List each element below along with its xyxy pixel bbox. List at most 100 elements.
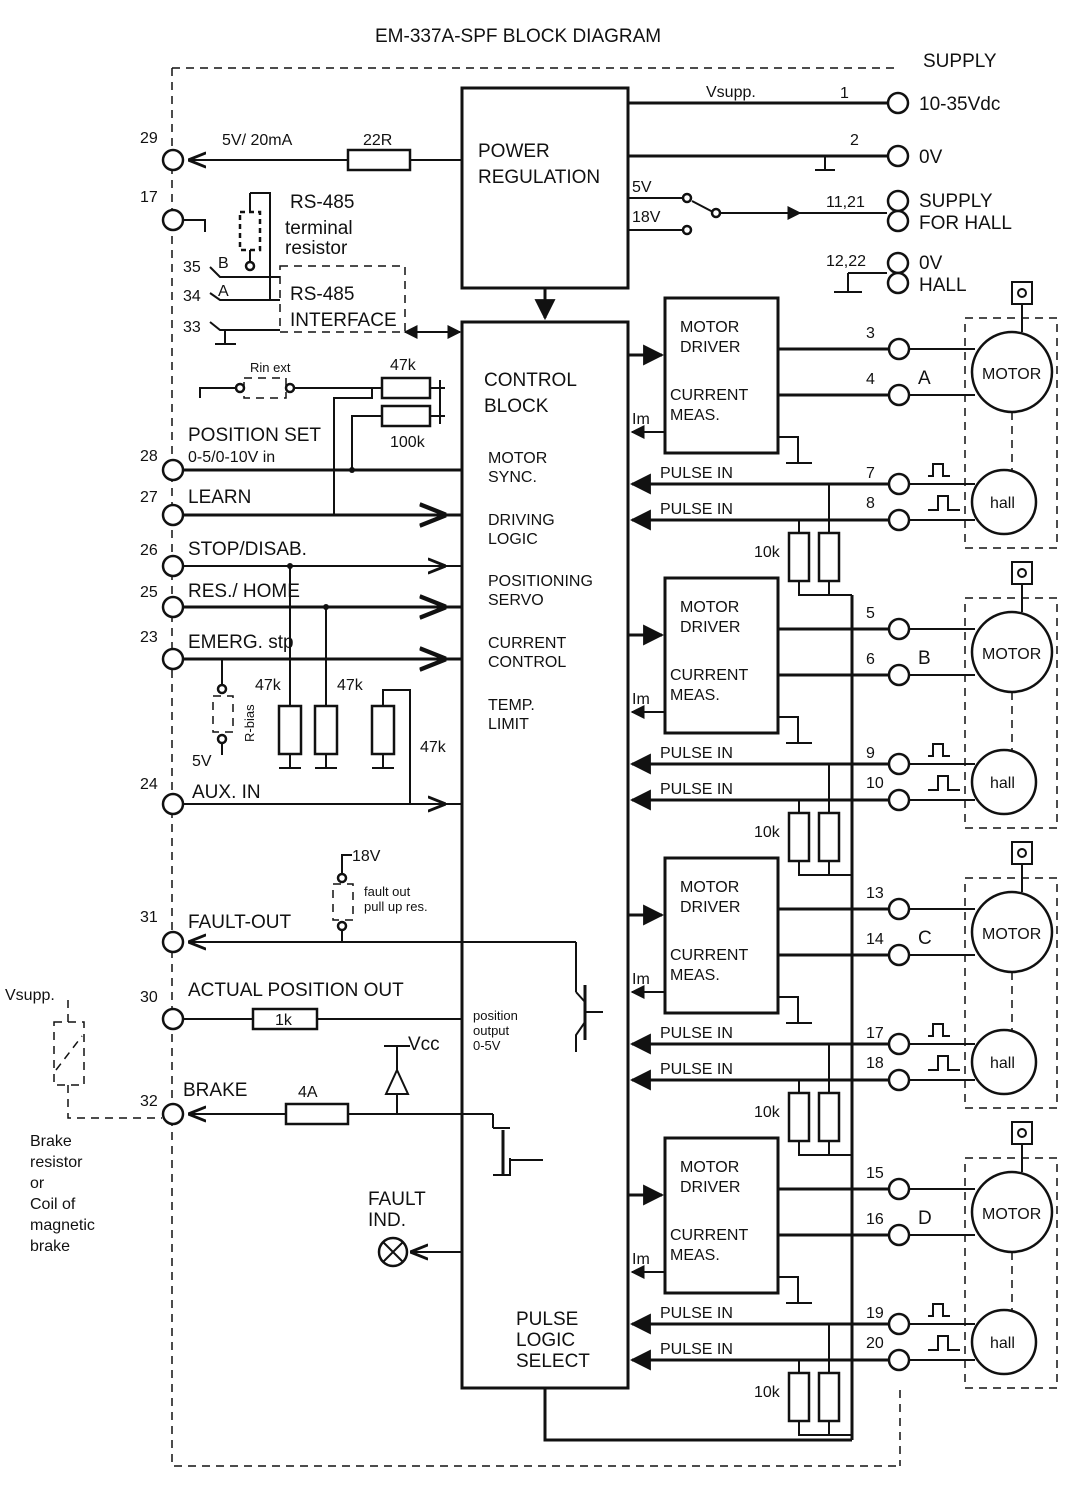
switch-5v-label: 5V xyxy=(632,179,652,196)
fault-ind-label: IND. xyxy=(368,1210,406,1231)
im-label: Im xyxy=(632,691,650,708)
pullup-10k-label: 10k xyxy=(754,544,781,561)
im-label: Im xyxy=(632,971,650,988)
terminal-34: 34 xyxy=(183,288,201,305)
terminal-32: 32 xyxy=(140,1093,158,1110)
position-output-label: 0-5V xyxy=(473,1038,501,1053)
positioning-servo-label: POSITIONING xyxy=(488,573,593,590)
current-control-label: CURRENT xyxy=(488,635,566,652)
pin-a: A xyxy=(218,283,229,300)
motor-label: MOTOR xyxy=(982,926,1041,943)
motor-label: MOTOR xyxy=(982,1206,1041,1223)
motor-terminal xyxy=(887,897,911,921)
terminal-number: 14 xyxy=(866,931,884,948)
pulse-in-label: PULSE IN xyxy=(660,1025,733,1042)
aux-in-label: AUX. IN xyxy=(192,782,261,803)
brake-note: magnetic xyxy=(30,1217,95,1234)
hall-label: hall xyxy=(990,1055,1015,1072)
hall-sensor-icon xyxy=(970,1028,1038,1096)
current-meas-label: MEAS. xyxy=(670,687,720,704)
brake-note: Coil of xyxy=(30,1196,76,1213)
supply-0v: 0V xyxy=(919,147,943,168)
hall-terminal xyxy=(887,1312,911,1336)
control-block xyxy=(460,320,630,1390)
rin-ext-label: Rin ext xyxy=(250,360,291,375)
hall-terminal xyxy=(887,752,911,776)
learn-label: LEARN xyxy=(188,487,251,508)
r47k-a-label: 47k xyxy=(255,677,282,694)
r47k-c-label: 47k xyxy=(420,739,447,756)
vcc-label: Vcc xyxy=(408,1034,440,1055)
terminal-25: 25 xyxy=(140,584,158,601)
terminal-2: 2 xyxy=(850,132,859,149)
motor-driver-label: MOTOR xyxy=(680,1159,739,1176)
terminal-number: 6 xyxy=(866,651,875,668)
hall-label: hall xyxy=(990,1335,1015,1352)
motor-driver-block xyxy=(663,1136,780,1295)
r47k-label: 47k xyxy=(390,357,417,374)
supply-for-hall-label: FOR HALL xyxy=(919,213,1012,234)
rs485-interface-label: RS-485 xyxy=(290,284,354,305)
hall-terminal xyxy=(887,472,911,496)
terminal-number: 9 xyxy=(866,745,875,762)
terminal-number: 17 xyxy=(866,1025,884,1042)
motor-label: MOTOR xyxy=(982,646,1041,663)
hall-sensor-icon xyxy=(970,748,1038,816)
stop-label: STOP/DISAB. xyxy=(188,539,307,560)
switch-18v-label: 18V xyxy=(632,209,661,226)
rs485-label: RS-485 xyxy=(290,192,354,213)
emerg-label: EMERG. stp xyxy=(188,632,294,653)
terminal-31: 31 xyxy=(140,909,158,926)
position-output-label: output xyxy=(473,1023,510,1038)
im-label: Im xyxy=(632,1251,650,1268)
eighteen-v-label: 18V xyxy=(352,848,381,865)
terminal-1-socket xyxy=(886,91,910,115)
terminal-number: 20 xyxy=(866,1335,884,1352)
terminal-2-socket xyxy=(886,144,910,168)
motor-terminal xyxy=(887,337,911,361)
motor-terminal xyxy=(887,383,911,407)
motor-driver-block xyxy=(663,856,780,1015)
power-regulation-label: POWER xyxy=(478,141,550,162)
r1k-label: 1k xyxy=(275,1012,293,1029)
control-block-label: CONTROL xyxy=(484,370,577,391)
terminal-1: 1 xyxy=(840,85,849,102)
terminal-27: 27 xyxy=(140,489,158,506)
motor-driver-label: DRIVER xyxy=(680,1179,740,1196)
motor-driver-label: DRIVER xyxy=(680,339,740,356)
terminal-number: 3 xyxy=(866,325,875,342)
brake-note: resistor xyxy=(30,1154,83,1171)
motor-driver-label: MOTOR xyxy=(680,319,739,336)
actual-position-label: ACTUAL POSITION OUT xyxy=(188,980,404,1001)
driving-logic-label: LOGIC xyxy=(488,531,538,548)
terminal-number: 13 xyxy=(866,885,884,902)
hall-sensor-icon xyxy=(970,468,1038,536)
driving-logic-label: DRIVING xyxy=(488,512,555,529)
terminal-number: 19 xyxy=(866,1305,884,1322)
terminal-26: 26 xyxy=(140,542,158,559)
hall-label: hall xyxy=(990,495,1015,512)
five-v-label: 5V xyxy=(192,753,212,770)
motor-terminal xyxy=(887,617,911,641)
pulse-in-label: PULSE IN xyxy=(660,1341,733,1358)
terminal-number: 16 xyxy=(866,1211,884,1228)
current-meas-label: CURRENT xyxy=(670,667,748,684)
pullup-10k-label: 10k xyxy=(754,1384,781,1401)
terminal-number: 7 xyxy=(866,465,875,482)
pulse-in-label: PULSE IN xyxy=(660,1305,733,1322)
temp-limit-label: TEMP. xyxy=(488,697,535,714)
motor-sync-label: MOTOR xyxy=(488,450,547,467)
brake-note: brake xyxy=(30,1238,70,1255)
motor-driver-label: MOTOR xyxy=(680,879,739,896)
terminal-12-22: 12,22 xyxy=(826,253,866,270)
current-meas-label: CURRENT xyxy=(670,947,748,964)
position-set-label: POSITION SET xyxy=(188,425,321,446)
brake-note: Brake xyxy=(30,1133,72,1150)
motor-driver-label: DRIVER xyxy=(680,899,740,916)
position-output-label: position xyxy=(473,1008,518,1023)
terminal-23: 23 xyxy=(140,629,158,646)
fault-pullup-label: fault out xyxy=(364,884,411,899)
